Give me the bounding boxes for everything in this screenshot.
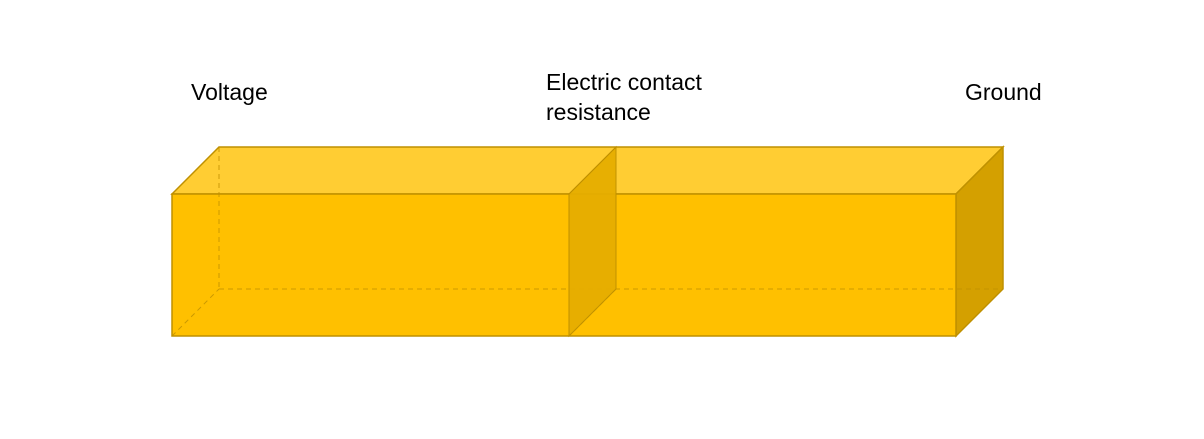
voltage-label: Voltage — [191, 79, 268, 105]
bar-front-face — [171, 193, 957, 337]
electric-contact-resistance-label: Electric contact resistance — [546, 67, 702, 127]
ground-label: Ground — [965, 79, 1042, 105]
contact-label-line-2: resistance — [546, 99, 651, 125]
contact-interface-top-edge — [568, 146, 617, 195]
contact-label-line-1: Electric contact — [546, 69, 702, 95]
